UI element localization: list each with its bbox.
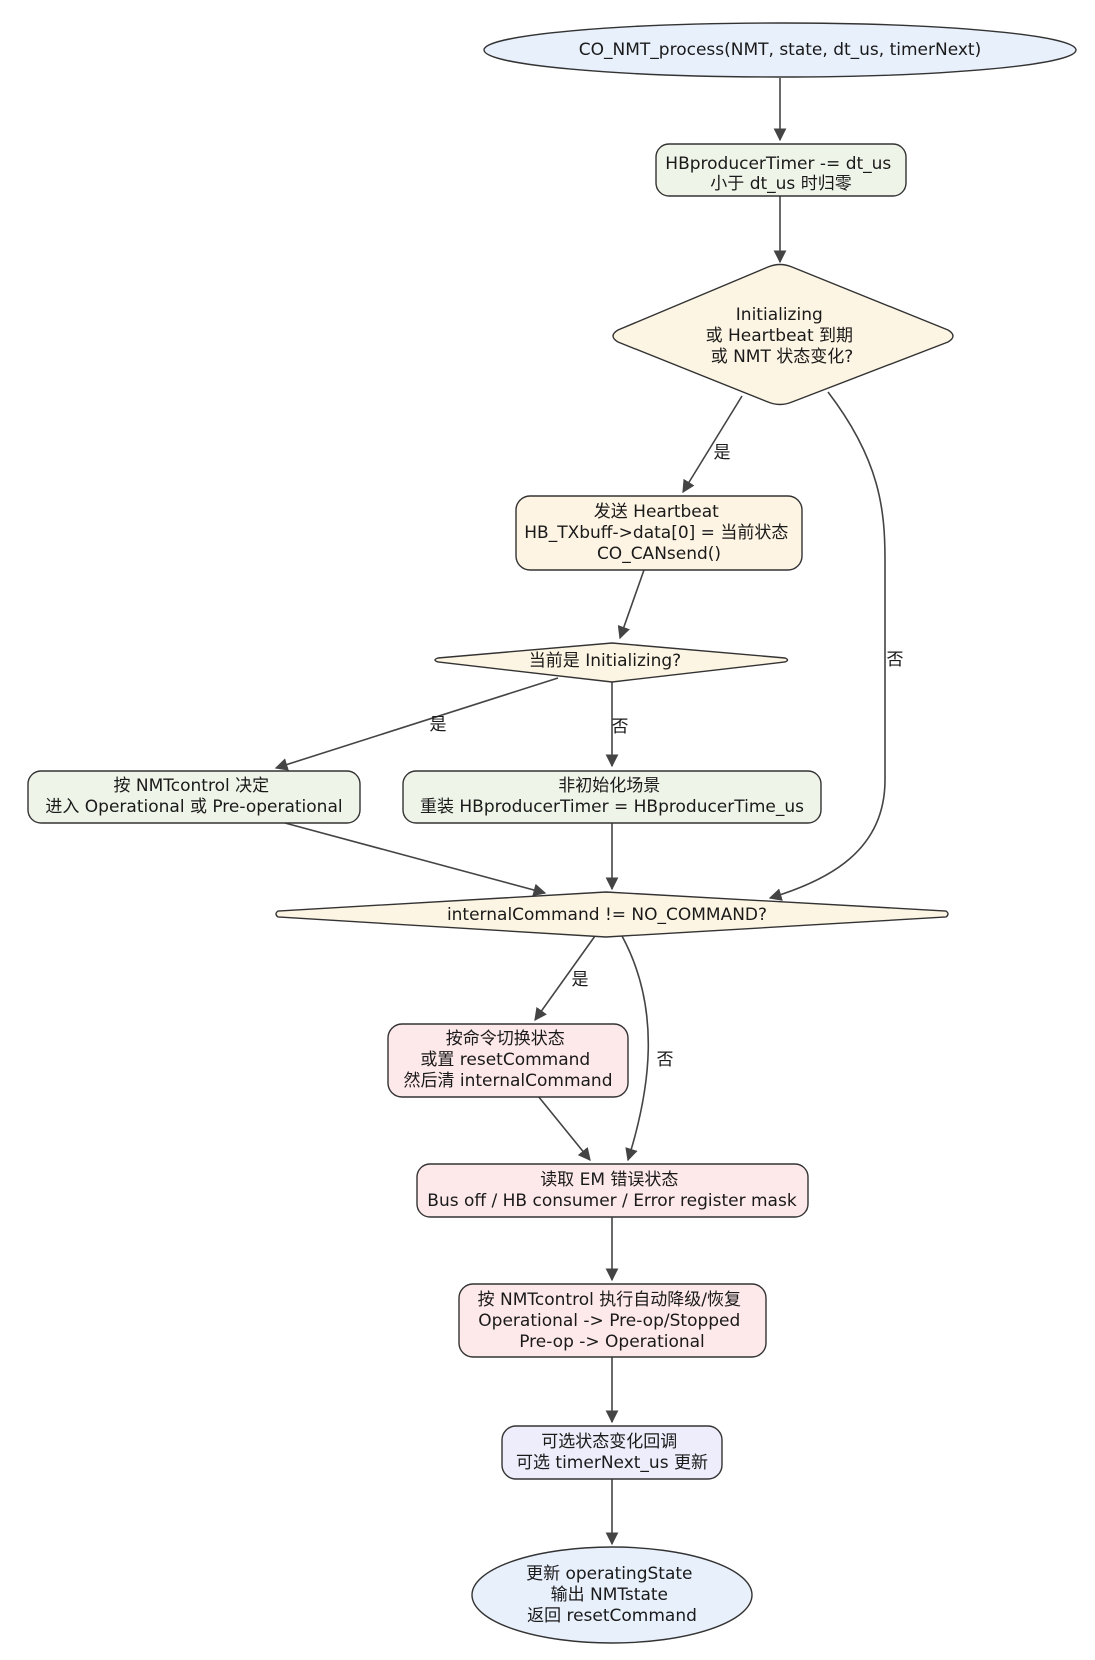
- edge-label-cmd-yes: 是: [572, 970, 589, 990]
- edge-label-hb-yes: 是: [714, 443, 731, 463]
- edge-label-init-yes: 是: [430, 715, 447, 735]
- read-em-node: 读取 EM 错误状态 Bus off / HB consumer / Error…: [416, 1163, 809, 1218]
- nodes: CO_NMT_process(NMT, state, dt_us, timerN…: [27, 22, 1077, 1644]
- send-hb-line-1: 发送 Heartbeat: [594, 502, 719, 522]
- edge-switch-state-to-read-em: [537, 1095, 591, 1161]
- decision-cmd-label: internalCommand != NO_COMMAND?: [447, 905, 767, 925]
- switch-state-node: 按命令切换状态 或置 resetCommand 然后清 internalComm…: [387, 1023, 629, 1098]
- decision-hb-node: Initializing 或 Heartbeat 到期 或 NMT 状态变化?: [612, 263, 954, 406]
- decision-init-label: 当前是 Initializing?: [529, 651, 681, 671]
- end-label: 更新 operatingState 输出 NMTstate 返回 resetCo…: [526, 1559, 698, 1626]
- callback-node: 可选状态变化回调 可选 timerNext_us 更新: [501, 1425, 723, 1480]
- start-line-1: CO_NMT_process(NMT, state, dt_us, timerN…: [579, 40, 981, 60]
- decision-cmd-node: internalCommand != NO_COMMAND?: [275, 891, 949, 938]
- reload-timer-label: 非初始化场景 重装 HBproducerTimer = HBproducerTi…: [420, 771, 804, 817]
- callback-label: 可选状态变化回调 可选 timerNext_us 更新: [516, 1427, 708, 1473]
- auto-degrade-shape: [458, 1283, 767, 1358]
- reload-timer-node: 非初始化场景 重装 HBproducerTimer = HBproducerTi…: [402, 770, 822, 824]
- auto-degrade-line-1: 按 NMTcontrol 执行自动降级/恢复: [478, 1290, 741, 1310]
- switch-state-line-3: 然后清 internalCommand: [403, 1071, 612, 1091]
- nmt-control-shape: [27, 770, 361, 824]
- nmt-control-line-2: 进入 Operational 或 Pre-operational: [45, 797, 342, 817]
- send-hb-label: 发送 Heartbeat HB_TXbuff->data[0] = 当前状态 C…: [524, 497, 793, 564]
- end-line-3: 返回 resetCommand: [527, 1606, 697, 1626]
- reload-timer-line-1: 非初始化场景: [558, 776, 660, 796]
- edge-nmt-control-to-decision-cmd: [284, 822, 547, 897]
- edge-decision-cmd-no: [621, 935, 650, 1162]
- hb-timer-node: HBproducerTimer -= dt_us 小于 dt_us 时归零: [655, 143, 907, 197]
- edge-send-hb-to-decision-init: [617, 569, 645, 640]
- read-em-line-2: Bus off / HB consumer / Error register m…: [427, 1191, 797, 1211]
- end-shape: [471, 1546, 753, 1644]
- send-hb-line-3: CO_CANsend(): [597, 544, 721, 564]
- auto-degrade-line-3: Pre-op -> Operational: [519, 1332, 705, 1352]
- callback-shape: [501, 1425, 723, 1480]
- callback-line-1: 可选状态变化回调: [541, 1432, 677, 1452]
- edge-decision-init-yes: [274, 677, 559, 771]
- switch-state-line-2: 或置 resetCommand: [420, 1050, 590, 1070]
- end-line-1: 更新 operatingState: [526, 1564, 692, 1584]
- switch-state-label: 按命令切换状态 或置 resetCommand 然后清 internalComm…: [403, 1024, 612, 1091]
- decision-init-shape: [434, 642, 789, 683]
- send-hb-node: 发送 Heartbeat HB_TXbuff->data[0] = 当前状态 C…: [515, 495, 803, 571]
- reload-timer-line-2: 重装 HBproducerTimer = HBproducerTime_us: [420, 797, 804, 817]
- decision-init-node: 当前是 Initializing?: [434, 642, 789, 683]
- decision-hb-line-3: 或 NMT 状态变化?: [711, 347, 854, 367]
- read-em-shape: [416, 1163, 809, 1218]
- reload-timer-shape: [402, 770, 822, 824]
- end-line-2: 输出 NMTstate: [551, 1585, 668, 1605]
- decision-cmd-shape: [275, 891, 949, 938]
- auto-degrade-label: 按 NMTcontrol 执行自动降级/恢复 Operational -> Pr…: [478, 1285, 747, 1352]
- edge-label-cmd-no: 否: [657, 1050, 674, 1070]
- nmt-control-node: 按 NMTcontrol 决定 进入 Operational 或 Pre-ope…: [27, 770, 361, 824]
- auto-degrade-line-2: Operational -> Pre-op/Stopped: [478, 1311, 740, 1331]
- edge-label-init-no: 否: [612, 717, 629, 737]
- hb-timer-shape: [655, 143, 907, 197]
- hb-timer-line-2: 小于 dt_us 时归零: [710, 174, 851, 194]
- decision-hb-label: Initializing 或 Heartbeat 到期 或 NMT 状态变化?: [706, 300, 859, 367]
- edge-decision-hb-yes: [682, 395, 743, 494]
- edge-label-hb-no: 否: [887, 650, 904, 670]
- read-em-label: 读取 EM 错误状态 Bus off / HB consumer / Error…: [427, 1165, 797, 1211]
- start-terminal: CO_NMT_process(NMT, state, dt_us, timerN…: [483, 22, 1077, 78]
- decision-init-line-1: 当前是 Initializing?: [529, 651, 681, 671]
- end-terminal: 更新 operatingState 输出 NMTstate 返回 resetCo…: [471, 1546, 753, 1644]
- hb-timer-label: HBproducerTimer -= dt_us 小于 dt_us 时归零: [665, 149, 896, 194]
- decision-hb-shape: [612, 263, 954, 406]
- auto-degrade-node: 按 NMTcontrol 执行自动降级/恢复 Operational -> Pr…: [458, 1283, 767, 1358]
- start-label: CO_NMT_process(NMT, state, dt_us, timerN…: [579, 40, 981, 60]
- decision-cmd-line-1: internalCommand != NO_COMMAND?: [447, 905, 767, 925]
- switch-state-shape: [387, 1023, 629, 1098]
- nmt-control-label: 按 NMTcontrol 决定 进入 Operational 或 Pre-ope…: [45, 771, 342, 817]
- switch-state-line-1: 按命令切换状态: [446, 1029, 565, 1049]
- send-hb-line-2: HB_TXbuff->data[0] = 当前状态: [524, 523, 788, 543]
- hb-timer-line-1: HBproducerTimer -= dt_us: [665, 154, 891, 174]
- edge-decision-hb-no: [768, 391, 886, 901]
- read-em-line-1: 读取 EM 错误状态: [540, 1170, 678, 1190]
- start-shape: [483, 22, 1077, 78]
- send-hb-shape: [515, 495, 803, 571]
- edges: [274, 78, 886, 1546]
- edge-decision-cmd-yes: [534, 935, 596, 1022]
- callback-line-2: 可选 timerNext_us 更新: [516, 1453, 708, 1473]
- nmt-control-line-1: 按 NMTcontrol 决定: [113, 776, 269, 796]
- decision-hb-line-1: Initializing: [736, 305, 823, 325]
- edge-labels: 是 否 是 否 是 否: [430, 443, 904, 1070]
- decision-hb-line-2: 或 Heartbeat 到期: [706, 326, 853, 346]
